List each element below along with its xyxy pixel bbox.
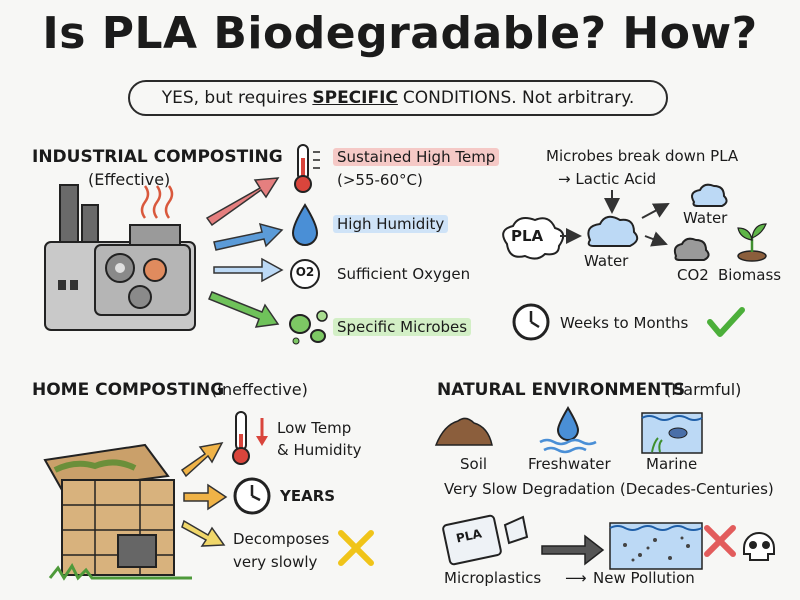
home-note: (Ineffective) [211, 380, 308, 399]
clock-years-icon [233, 477, 271, 515]
microplastics-label: Microplastics [444, 569, 542, 587]
subtitle-post: CONDITIONS. Not arbitrary. [402, 88, 635, 108]
condition-high-temp-sub: (>55-60°C) [337, 171, 423, 189]
arrow-to-co2 [644, 231, 668, 247]
arrow-blue [213, 222, 284, 251]
env-freshwater: Freshwater [528, 455, 611, 473]
microplastics-arrow: ⟶ [565, 569, 587, 587]
page-title: Is PLA Biodegradable? How? [42, 8, 758, 59]
checkmark-icon [707, 307, 745, 337]
condition-humidity: High Humidity [333, 215, 449, 233]
co2-cloud-icon [673, 237, 710, 261]
env-soil: Soil [460, 455, 488, 473]
cross-red-icon [704, 525, 736, 557]
industrial-title: INDUSTRIAL COMPOSTING [32, 147, 283, 167]
time-label: Weeks to Months [560, 314, 689, 332]
process-line2: → Lactic Acid [558, 170, 657, 188]
home-title: HOME COMPOSTING [32, 380, 225, 400]
freshwater-icon [539, 406, 597, 454]
process-biomass: Biomass [718, 266, 782, 284]
oxygen-icon-label: O2 [295, 265, 315, 279]
home-item-years: YEARS [280, 487, 336, 505]
process-pla-label: PLA [511, 227, 544, 245]
clock-icon [512, 303, 550, 341]
process-co2: CO2 [677, 266, 709, 284]
water-cloud-icon [587, 215, 639, 247]
cross-yellow-icon [338, 530, 374, 566]
arrow-lightblue [213, 257, 284, 283]
process-water-left: Water [584, 252, 629, 270]
new-pollution-label: New Pollution [593, 569, 695, 587]
condition-oxygen: Sufficient Oxygen [337, 265, 471, 283]
oxygen-icon [290, 259, 320, 289]
natural-title: NATURAL ENVIRONMENTS [437, 380, 686, 400]
pla-bag-icon [442, 514, 529, 566]
condition-high-temp: Sustained High Temp [333, 148, 500, 166]
subtitle-banner: YES, but requires SPECIFIC CONDITIONS. N… [128, 80, 668, 116]
soil-icon [434, 417, 493, 446]
factory-icon [44, 184, 196, 331]
subtitle-emphasis: SPECIFIC [312, 88, 398, 108]
degradation-label: Very Slow Degradation (Decades-Centuries… [444, 480, 774, 498]
water-drop-icon [291, 203, 319, 246]
polluted-water-icon [609, 522, 703, 570]
condition-microbes: Specific Microbes [333, 318, 472, 336]
arrow-to-water [641, 203, 670, 219]
thermometer-icon [294, 144, 320, 193]
process-water-right: Water [683, 209, 728, 227]
thermometer-low-icon [232, 411, 268, 465]
env-marine: Marine [646, 455, 698, 473]
arrow-to-pollution [541, 534, 605, 566]
pla-cloud [502, 217, 565, 260]
industrial-arrows [205, 177, 284, 328]
industrial-note: (Effective) [88, 170, 171, 189]
home-item-low-temp: Low Temp [277, 419, 352, 437]
arrow-red [205, 177, 280, 227]
subtitle-pre: YES, but requires [161, 88, 308, 108]
skull-icon [743, 532, 775, 561]
arrow-green [208, 291, 280, 328]
water-cloud-small-icon [691, 183, 728, 207]
sprout-icon [737, 223, 767, 262]
microbes-icon [289, 310, 328, 345]
marine-icon [641, 412, 703, 454]
process-line1: Microbes break down PLA [546, 147, 739, 165]
natural-note: (Harmful) [665, 380, 742, 399]
compost-bin-icon [43, 443, 192, 581]
home-item-decomposes: Decomposes [233, 530, 330, 548]
home-item-decomposes-sub: very slowly [233, 553, 318, 571]
home-item-low-temp-sub: & Humidity [277, 441, 362, 459]
home-arrows [180, 441, 228, 547]
